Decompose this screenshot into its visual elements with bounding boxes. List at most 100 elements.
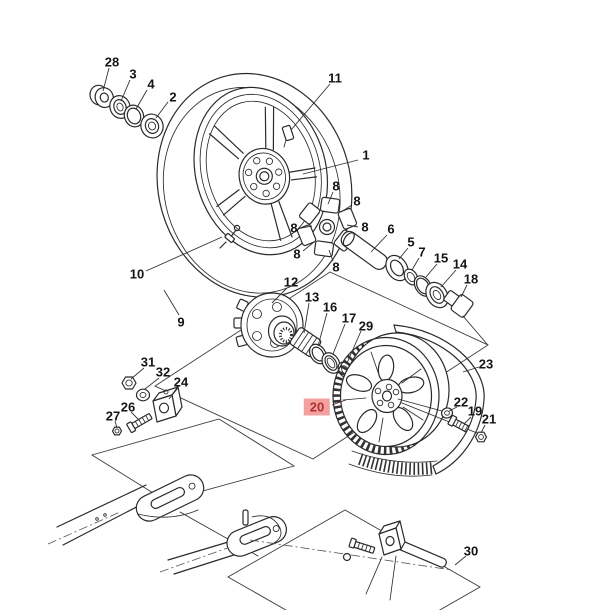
leader-line-13 — [303, 302, 310, 334]
leader-line-26 — [130, 411, 140, 421]
part-label-32: 32 — [155, 364, 171, 380]
part-label-19: 19 — [467, 403, 483, 419]
leader-lines — [102, 67, 486, 566]
part-label-29: 29 — [358, 318, 374, 334]
spacer-tube-6 — [340, 230, 388, 270]
nut-21 — [474, 431, 488, 443]
adjuster-block-rear — [378, 520, 406, 556]
pulley-fasteners — [440, 407, 488, 443]
bolt-26 — [126, 413, 153, 434]
leader-line-9 — [163, 289, 180, 316]
leader-line-15 — [425, 263, 438, 278]
bolt-19 — [447, 414, 470, 433]
leader-line-8a — [327, 191, 334, 205]
valve-stem — [219, 224, 241, 249]
adjuster-group-left — [111, 376, 183, 436]
leader-line-28 — [102, 67, 110, 92]
leader-line-31 — [130, 367, 145, 380]
part-label-30: 30 — [463, 543, 479, 559]
leader-line-2 — [155, 101, 169, 119]
part-label-28: 28 — [104, 54, 120, 70]
leader-line-30 — [454, 555, 467, 566]
leader-line-8b — [340, 204, 353, 213]
hub-assembly — [233, 292, 361, 379]
part-label-24: 24 — [173, 374, 189, 390]
washer-32 — [135, 388, 151, 402]
part-label-12: 12 — [283, 274, 299, 290]
wheel-spokes — [208, 106, 318, 241]
leader-line-32 — [144, 377, 160, 390]
part-label-6: 6 — [387, 221, 395, 237]
leader-line-18 — [460, 284, 468, 298]
leader-line-8f — [328, 249, 334, 262]
leader-line-19 — [463, 416, 472, 425]
part-label-27: 27 — [105, 408, 121, 424]
nut-31 — [121, 376, 137, 390]
pulley-face — [342, 351, 425, 443]
axle-spacer-row — [340, 230, 488, 345]
part-label-1: 1 — [362, 147, 370, 163]
part-label-9: 9 — [177, 314, 185, 330]
belt-pulley-20 — [332, 332, 478, 456]
leader-line-21 — [480, 424, 486, 434]
part-label-22: 22 — [453, 394, 469, 410]
axle-seal-set — [89, 84, 164, 139]
part-label-11: 11 — [328, 70, 342, 86]
leader-line-24 — [168, 387, 179, 400]
leader-line-5 — [398, 247, 409, 260]
leader-line-16 — [317, 312, 328, 347]
belt-teeth — [357, 453, 434, 475]
part-label-10: 10 — [129, 266, 145, 282]
part-label-8a: 8 — [332, 178, 340, 194]
leader-line-6 — [370, 234, 388, 253]
leader-line-12 — [271, 287, 288, 304]
axle-and-rear-adjuster — [342, 520, 447, 601]
part-label-8d: 8 — [361, 219, 369, 235]
part-label-8f: 8 — [332, 259, 340, 275]
rim-bracket — [281, 124, 295, 148]
ring-4 — [123, 104, 145, 128]
part-label-17: 17 — [341, 310, 357, 326]
leader-line-27 — [114, 420, 118, 429]
brake-stay-post — [242, 509, 249, 526]
part-label-8c: 8 — [290, 220, 298, 236]
part-label-18: 18 — [463, 271, 479, 287]
part-label-21: 21 — [481, 411, 497, 427]
leader-line-20 — [331, 399, 347, 406]
adjuster-block-24 — [152, 386, 183, 423]
part-label-14: 14 — [452, 256, 468, 272]
part-label-16: 16 — [322, 299, 338, 315]
part-label-13: 13 — [304, 289, 320, 305]
leader-line-10 — [145, 236, 223, 272]
leader-line-8e — [302, 241, 315, 252]
leader-line-3 — [120, 79, 131, 102]
axle-slot-right — [226, 516, 287, 557]
bolt-rear — [348, 537, 376, 554]
seal-17 — [321, 352, 341, 374]
part-label-20[interactable]: 20 — [303, 398, 331, 416]
part-label-2: 2 — [169, 89, 177, 105]
drive-belt-23 — [348, 324, 485, 477]
swingarm — [47, 474, 453, 575]
leader-line-1 — [302, 159, 359, 175]
part-label-23: 23 — [478, 356, 494, 372]
collar-18 — [443, 290, 474, 318]
part-label-5: 5 — [407, 234, 415, 250]
leader-line-22 — [448, 406, 458, 412]
leader-line-11 — [290, 83, 331, 131]
leader-line-23 — [462, 366, 480, 373]
bearing-5 — [385, 254, 409, 282]
bearing-14 — [425, 281, 449, 309]
leader-line-4 — [135, 89, 148, 110]
screw-rear — [342, 552, 352, 562]
part-label-31: 31 — [140, 354, 156, 370]
part-label-26: 26 — [120, 399, 136, 415]
part-label-3: 3 — [129, 66, 137, 82]
bearing-2 — [140, 113, 164, 139]
wheel-hub — [238, 147, 291, 205]
part-label-15: 15 — [433, 250, 449, 266]
leader-line-8d — [346, 224, 359, 228]
part-label-8e: 8 — [293, 246, 301, 262]
